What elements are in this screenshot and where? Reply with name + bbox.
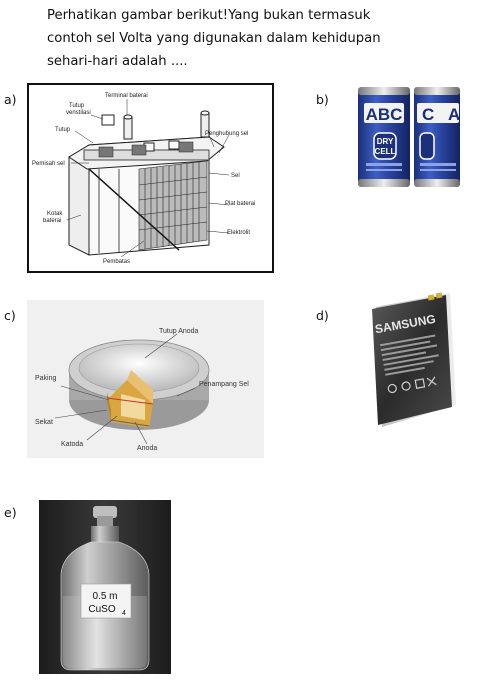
label-anoda: Anoda (137, 445, 157, 452)
label-elektrolit: Elektrolit (227, 230, 250, 236)
question-line-2: contoh sel Volta yang digunakan dalam ke… (47, 31, 381, 46)
car-battery-diagram: Terminal baterai Tutup venstilasi Tutup … (27, 83, 274, 273)
question-line-1: Perhatikan gambar berikut!Yang bukan ter… (47, 8, 371, 23)
bottle-formula: CuSO (88, 604, 115, 615)
battery-brand-right: C (422, 105, 434, 124)
option-c-letter[interactable]: c) (4, 308, 16, 323)
label-pemisah: Pemisah sel (32, 161, 65, 167)
bottle-formula-subscript: 4 (122, 610, 126, 617)
question-line-3: sehari-hari adalah .... (47, 54, 188, 69)
cell-label: CELL (375, 147, 396, 156)
question-text: Perhatikan gambar berikut!Yang bukan ter… (47, 4, 447, 73)
label-tutup: Tutup (55, 127, 71, 133)
battery-brand-right-2: A (448, 105, 460, 124)
option-e-letter[interactable]: e) (4, 505, 17, 520)
label-terminal: Terminal baterai (105, 93, 148, 99)
bottle-concentration: 0.5 m (92, 591, 117, 602)
battery-brand-left: ABC (366, 105, 403, 124)
label-sel: Sel (231, 173, 240, 179)
button-cell-diagram: Tutup Anoda Paking Penampang Sel Sekat K… (27, 300, 264, 458)
option-d-letter[interactable]: d) (316, 308, 329, 323)
label-paking: Paking (35, 375, 57, 382)
label-plat: Plat baterai (225, 201, 255, 207)
option-a-letter[interactable]: a) (4, 92, 17, 107)
label-tutup-ventilasi-1: Tutup (69, 103, 85, 109)
label-katoda: Katoda (61, 441, 83, 448)
option-b-letter[interactable]: b) (316, 92, 329, 107)
label-sekat: Sekat (35, 419, 53, 426)
label-kotak-2: baterai (43, 218, 61, 224)
dry-cell-batteries-photo: ABC DRY CELL C A (354, 83, 463, 191)
label-penampang-sel: Penampang Sel (199, 381, 249, 388)
label-pembatas: Pembatas (103, 259, 130, 265)
cuso4-bottle-photo: 0.5 m CuSO 4 (39, 500, 171, 674)
label-penghubung: Penghubung sel (205, 131, 248, 137)
label-tutup-anoda: Tutup Anoda (159, 328, 199, 335)
label-tutup-ventilasi-2: venstilasi (66, 110, 91, 116)
label-kotak-1: Kotak (47, 211, 63, 217)
dry-label: DRY (377, 137, 394, 146)
phone-battery-photo: SAMSUNG (362, 285, 458, 431)
